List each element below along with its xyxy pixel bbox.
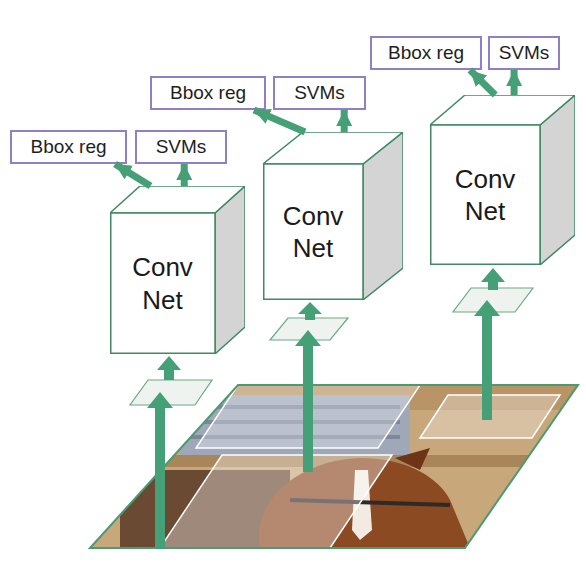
warp-arrow: [295, 330, 321, 472]
output-box: SVMs: [488, 36, 560, 70]
network-name: Conv Net: [263, 164, 363, 300]
region-proposal: [160, 455, 392, 548]
output-arrow: [511, 70, 518, 95]
output-arrow: [341, 110, 348, 132]
cube-top: [110, 186, 245, 213]
output-arrow: [254, 110, 305, 132]
output-box: Bbox reg: [370, 36, 482, 70]
convnet-cube: Conv Net: [263, 132, 403, 300]
input-arrow: [298, 302, 322, 320]
photo-background: [80, 380, 586, 555]
network-name: Conv Net: [110, 213, 215, 354]
output-box: SVMs: [135, 130, 227, 164]
warp-arrow: [474, 300, 500, 420]
output-label: SVMs: [499, 42, 550, 64]
cropped-region: [130, 380, 212, 405]
output-label: Bbox reg: [388, 42, 464, 64]
cube-front: [264, 164, 363, 299]
output-label: Bbox reg: [170, 82, 246, 104]
output-arrow: [181, 164, 188, 186]
output-label: Bbox reg: [30, 136, 106, 158]
cube-front: [111, 213, 215, 353]
output-box: Bbox reg: [10, 130, 127, 164]
output-arrow: [115, 164, 151, 186]
convnet-cube: Conv Net: [430, 95, 575, 265]
cube-front: [431, 125, 540, 264]
cube-top: [263, 132, 403, 164]
output-arrow: [470, 70, 495, 95]
output-box: SVMs: [273, 76, 366, 110]
output-box: Bbox reg: [150, 76, 266, 110]
input-arrow: [157, 356, 181, 380]
convnet-cube: Conv Net: [110, 186, 245, 354]
photo-border: [90, 385, 578, 548]
horse-ear: [395, 448, 430, 470]
cube-top: [430, 95, 575, 125]
output-label: SVMs: [156, 136, 207, 158]
cube-side: [215, 186, 245, 354]
output-label: SVMs: [294, 82, 345, 104]
warp-arrow: [147, 392, 173, 548]
network-name: Conv Net: [430, 125, 540, 265]
input-arrow: [481, 268, 505, 290]
photo: [80, 380, 586, 555]
